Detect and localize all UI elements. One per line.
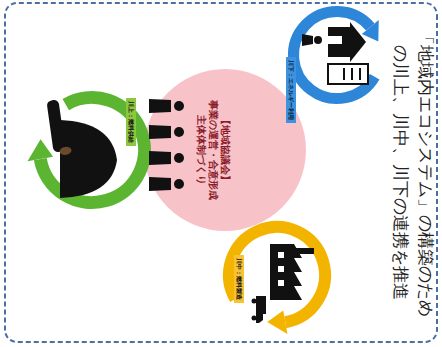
cycle-circle: 川上：燃料供給 <box>32 90 152 210</box>
diagram-title: 「地域内エコシステム」の構築のための川上、川中、川下の連携を推進 <box>388 24 438 320</box>
stage-tag: 川中：燃料製造 <box>234 255 244 303</box>
council-heading: 【地域協議会】 <box>219 100 231 200</box>
stage-tag: 川上：燃料供給 <box>126 98 136 146</box>
council-circle: 【地域協議会】事業の運営・合意形成 主体体制づくり <box>143 68 307 232</box>
circle-inner <box>229 227 325 323</box>
cycle-arrowhead <box>267 310 287 334</box>
cycle-circle: 川中：燃料製造 <box>222 220 332 330</box>
cycle-arc <box>40 98 144 203</box>
circle-inner <box>40 98 145 203</box>
cycle-arc <box>229 227 325 322</box>
cycle-arc <box>294 12 375 99</box>
council-text: 【地域協議会】事業の運営・合意形成 主体体制づくり <box>195 100 231 200</box>
cycle-circle: 川下：エネルギー利用 <box>287 5 387 105</box>
dashed-border <box>5 3 437 342</box>
council-body: 事業の運営・合意形成 主体体制づくり <box>195 100 219 200</box>
stage-tag: 川下：エネルギー利用 <box>286 57 296 123</box>
cycle-arrowhead <box>362 20 379 41</box>
council-disc <box>144 69 306 231</box>
circle-outline <box>287 5 387 105</box>
circle-inner <box>294 12 381 99</box>
cycle-arrowhead <box>27 139 53 161</box>
